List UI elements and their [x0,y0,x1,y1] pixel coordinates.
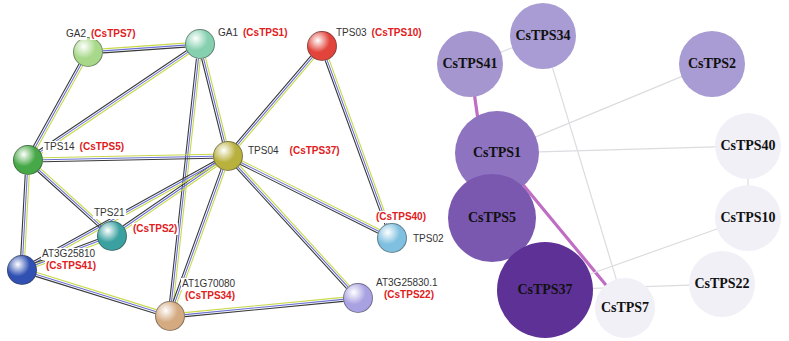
interaction-edge [34,162,216,265]
edge-line [36,275,155,312]
node-label: CsTPS2 [688,56,736,72]
edge-line [206,58,227,141]
edge-line [238,167,348,287]
gene-label: (CsTPS34) [184,290,236,302]
network-node: CsTPS7 [595,278,655,338]
interaction-edge [241,161,380,233]
network-node: CsTPS10 [715,185,781,251]
network-node: CsTPS34 [510,3,576,69]
interaction-edge [39,51,188,154]
node-label: CsTPS7 [601,300,649,316]
edge-line [36,165,216,265]
node-label: CsTPS10 [720,210,775,226]
protein-sphere: AT1G70080(CsTPS34) [155,301,185,331]
protein-label: GA1 [217,27,239,39]
node-label: CsTPS22 [694,276,749,292]
edge-line [185,301,343,316]
edge-line [38,172,100,228]
edge-line [35,65,80,147]
network-node: CsTPS37 [497,242,593,338]
edge-line [539,147,715,152]
protein-sphere: AT3G25810(CsTPS41) [7,255,37,285]
edge-line [39,51,186,150]
edge-line [327,60,387,224]
node-label: CsTPS1 [473,145,521,161]
edge-line [236,56,311,143]
gene-label: (CsTPS41) [45,260,97,272]
interaction-edge [325,59,388,224]
edge-line [34,162,214,262]
protein-sphere: TPS14(CsTPS5) [13,145,43,175]
edge-line [37,273,156,310]
edge-line [237,168,347,288]
protein-label: AT3G25810 [41,248,96,260]
gene-label: (CsTPS7) [90,28,136,40]
protein-label: TPS02 [412,233,445,245]
edge-line [204,59,225,142]
gene-label: (CsTPS22) [383,289,435,301]
interaction-edge [103,43,185,53]
interaction-edge [21,175,29,255]
node-label: CsTPS41 [442,56,497,72]
interaction-edge [36,273,157,314]
edge-line [103,47,185,53]
protein-sphere: AT3G25830.1(CsTPS22) [343,283,373,313]
edge-line [34,64,80,146]
protein-label: AT1G70080 [181,278,236,290]
node-label: CsTPS34 [515,28,570,44]
edge-line [501,48,512,52]
edge-line [241,163,378,232]
protein-sphere: TPS21(CsTPS2) [97,221,127,251]
interaction-edge [236,56,314,146]
interaction-edge [34,64,83,148]
edge-line [325,61,385,225]
protein-label: TPS03 [335,27,368,39]
edge-line [241,165,378,234]
gene-label: (CsTPS1) [242,27,288,39]
edge-line [21,175,25,255]
edge-line [40,52,187,151]
protein-label: TPS04 [247,145,280,157]
edge-line [42,54,189,153]
gene-label: (CsTPS10) [371,27,423,39]
edge-line [35,163,215,262]
edge-line [238,57,313,144]
interaction-edge [43,154,213,161]
edge-line [202,59,223,142]
network-node: CsTPS22 [689,251,755,317]
edge-line [123,163,214,226]
interaction-edge [202,58,227,142]
network-node: CsTPS40 [715,113,781,179]
protein-label: AT3G25830.1 [375,277,439,289]
interaction-edge [237,166,350,289]
edge-line [329,59,389,223]
gene-label: (CsTPS2) [132,223,178,235]
node-label: CsTPS5 [468,210,516,226]
protein-sphere: TPS03(CsTPS10) [307,31,337,61]
edge-line [170,59,197,301]
edge-line [43,158,213,161]
interaction-edge [539,147,715,152]
gene-label: (CsTPS5) [79,141,125,153]
protein-label: TPS14 [43,141,76,153]
gene-label: (CsTPS40) [375,211,427,223]
protein-sphere: GA1(CsTPS1) [185,29,215,59]
network-node: CsTPS41 [437,31,503,97]
network-node: CsTPS2 [679,31,745,97]
protein-label: TPS21 [93,207,126,219]
node-label: CsTPS37 [517,282,572,298]
edge-line [242,161,379,230]
protein-sphere: (CsTPS40)TPS02 [377,223,407,253]
edge-line [124,165,215,228]
edge-line [240,166,350,286]
protein-sphere: GA2(CsTPS7) [73,37,103,67]
edge-line [239,59,313,146]
gene-label: (CsTPS37) [289,145,341,157]
protein-label: GA2 [65,28,87,40]
node-label: CsTPS40 [720,138,775,154]
protein-sphere: TPS04(CsTPS37) [213,141,243,171]
edge-line [36,276,155,313]
edge-line [39,170,101,226]
interaction-edge [501,48,512,52]
